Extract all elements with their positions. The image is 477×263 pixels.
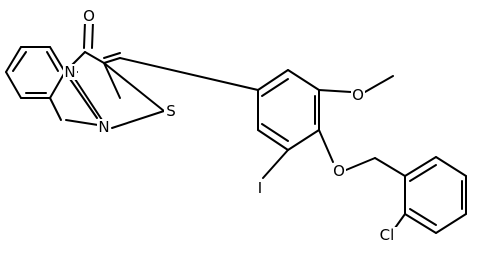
atom-label-o-carbonyl: O: [83, 7, 95, 25]
bond: [46, 51, 59, 72]
bond: [74, 78, 103, 121]
bond: [5, 71, 22, 99]
atom-s-ring: S: [164, 102, 178, 120]
bond: [394, 213, 406, 229]
bond: [261, 78, 289, 97]
atom-label-iodine: I: [258, 179, 262, 197]
bond: [65, 119, 99, 126]
bond: [257, 69, 289, 91]
bond: [49, 97, 62, 121]
bond: [103, 62, 121, 99]
bond: [287, 129, 320, 151]
bond: [374, 157, 406, 177]
bond: [12, 51, 27, 72]
bond: [49, 71, 66, 99]
bond: [404, 213, 437, 234]
bond: [91, 21, 94, 49]
bond: [345, 157, 376, 171]
atom-chlorine: Cl: [376, 226, 398, 244]
bond: [84, 51, 105, 64]
bond-lines: [5, 21, 467, 234]
atom-label-o-methoxy: O: [352, 86, 364, 104]
bond: [318, 129, 334, 163]
atom-label-s-ring: S: [166, 102, 176, 120]
atom-label-chlorine: Cl: [380, 226, 395, 244]
atom-iodine: I: [256, 179, 264, 197]
atom-o-methoxy: O: [351, 86, 365, 104]
atom-label-o-ether: O: [333, 162, 345, 180]
bond: [119, 57, 259, 91]
bond: [83, 21, 86, 49]
bond: [318, 89, 352, 93]
atom-o-ether: O: [332, 162, 346, 180]
atom-n-imine: N: [97, 118, 111, 136]
atom-o-carbonyl: O: [82, 7, 96, 25]
bond: [69, 78, 98, 119]
bond: [409, 164, 437, 182]
bond: [364, 75, 394, 93]
bond: [435, 156, 467, 177]
bond: [261, 123, 289, 142]
bond: [404, 156, 437, 177]
bond: [103, 52, 121, 59]
bond: [435, 213, 467, 234]
bond: [257, 129, 289, 151]
bond: [103, 57, 121, 64]
bond: [287, 69, 320, 91]
bond: [409, 208, 437, 226]
bond: [49, 46, 66, 73]
bond: [111, 110, 165, 129]
bond: [103, 62, 165, 112]
atom-label-n-imine: N: [98, 118, 109, 136]
atom-label-n-ring: N: [64, 63, 75, 81]
bond: [262, 149, 289, 179]
atom-n-ring: N: [63, 63, 77, 81]
bond: [5, 46, 22, 73]
